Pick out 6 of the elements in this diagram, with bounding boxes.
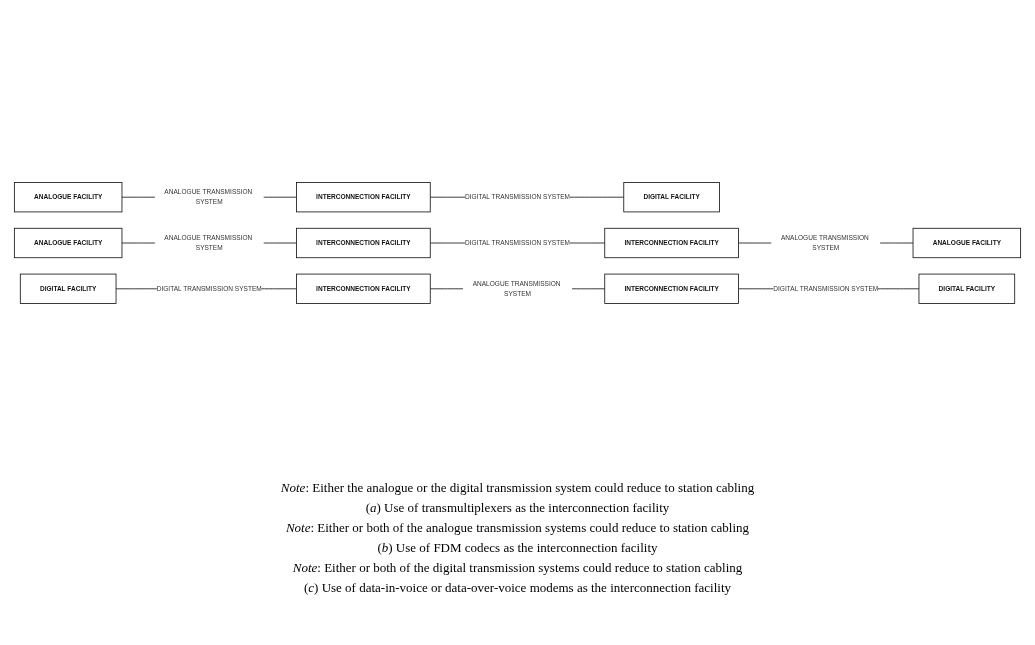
note-text: (b) Use of FDM codecs as the interconnection facility	[377, 540, 658, 556]
note-text: Note: Either or both of the analogue transmission systems could reduce to station cabling	[285, 520, 750, 536]
note-text: Note: Either or both of the digital transmission systems could reduce to station cabling	[292, 560, 743, 576]
note-text: (a) Use of transmultiplexers as the interconnection facility	[365, 500, 670, 516]
note-text: Note: Either the analogue or the digital transmission system could reduce to station cabling	[280, 480, 755, 496]
note-text: (c) Use of data-in-voice or data-over-voice modems as the interconnection facility	[303, 580, 732, 596]
